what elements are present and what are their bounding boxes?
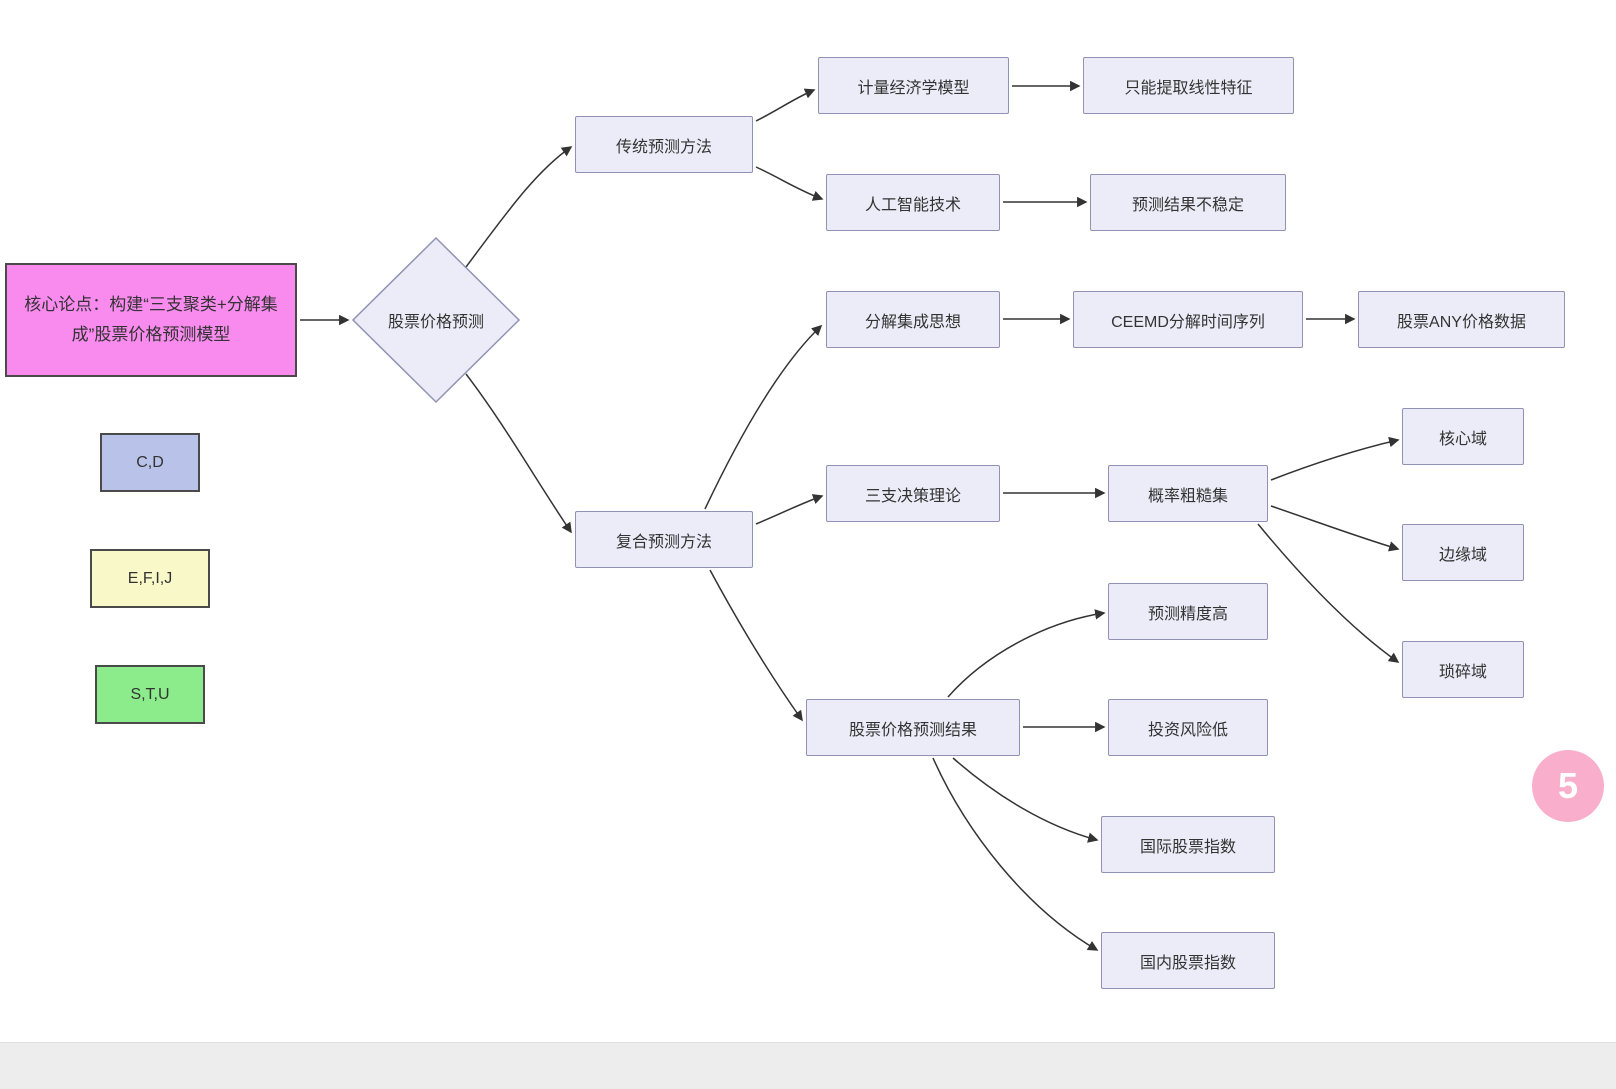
node-high-accuracy[interactable]: 预测精度高 — [1108, 583, 1268, 640]
node-low-investment-risk[interactable]: 投资风险低 — [1108, 699, 1268, 756]
legend-item-efij[interactable]: E,F,I,J — [90, 549, 210, 608]
edge-result-accuracy — [947, 609, 1106, 698]
edge-result-domestic — [932, 757, 1099, 951]
node-boundary-domain[interactable]: 边缘域 — [1402, 524, 1524, 581]
edge-traditional-ai — [755, 166, 824, 201]
edge-composite-result — [709, 569, 803, 722]
node-core-domain[interactable]: 核心域 — [1402, 408, 1524, 465]
legend-item-stu[interactable]: S,T,U — [95, 665, 205, 724]
node-econometric-model[interactable]: 计量经济学模型 — [818, 57, 1009, 114]
node-three-way-decision[interactable]: 三支决策理论 — [826, 465, 1000, 522]
node-probabilistic-rough-set[interactable]: 概率粗糙集 — [1108, 465, 1268, 522]
node-composite-methods[interactable]: 复合预测方法 — [575, 511, 753, 568]
edge-diamond-composite — [465, 373, 572, 534]
node-core-thesis[interactable]: 核心论点：构建“三支聚类+分解集成”股票价格预测模型 — [5, 263, 297, 377]
edge-composite-decomposition — [704, 324, 823, 510]
legend-item-cd[interactable]: C,D — [100, 433, 200, 492]
edge-rough-core — [1270, 436, 1400, 481]
edge-rough-trivial — [1257, 523, 1400, 663]
floating-badge[interactable]: 5 — [1532, 750, 1604, 822]
edge-composite-threeway — [755, 494, 824, 525]
node-unstable-results[interactable]: 预测结果不稳定 — [1090, 174, 1286, 231]
node-linear-features-only[interactable]: 只能提取线性特征 — [1083, 57, 1294, 114]
edge-rough-boundary — [1270, 505, 1400, 552]
diamond-shape[interactable] — [351, 236, 521, 404]
node-international-index[interactable]: 国际股票指数 — [1101, 816, 1275, 873]
node-any-price-data[interactable]: 股票ANY价格数据 — [1358, 291, 1565, 348]
node-decomposition-ensemble[interactable]: 分解集成思想 — [826, 291, 1000, 348]
node-domestic-index[interactable]: 国内股票指数 — [1101, 932, 1275, 989]
node-ceemd-time-series[interactable]: CEEMD分解时间序列 — [1073, 291, 1303, 348]
node-trivial-domain[interactable]: 琐碎域 — [1402, 641, 1524, 698]
node-traditional-methods[interactable]: 传统预测方法 — [575, 116, 753, 173]
edge-diamond-traditional — [465, 146, 573, 268]
edge-traditional-econometric — [755, 88, 816, 122]
bottom-bar — [0, 1042, 1616, 1089]
edge-result-intl — [952, 757, 1099, 843]
node-prediction-results[interactable]: 股票价格预测结果 — [806, 699, 1020, 756]
node-stock-price-prediction[interactable]: 股票价格预测 — [387, 314, 484, 331]
node-ai-technology[interactable]: 人工智能技术 — [826, 174, 1000, 231]
